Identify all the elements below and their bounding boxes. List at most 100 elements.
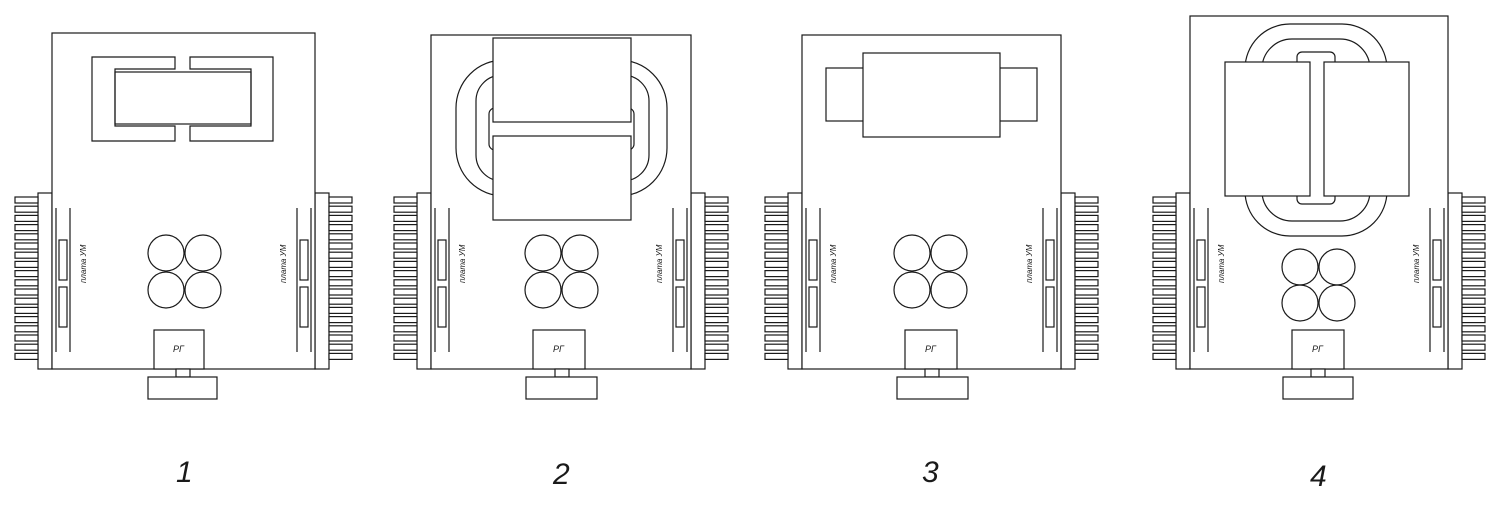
heatsink-fin [704,205,729,213]
amp-board-right: плата УМ [655,208,688,352]
heatsink-plate [37,192,53,370]
heatsink-fin [14,306,39,314]
transformer-bar-core [825,52,1038,138]
heatsink-fin [328,279,353,287]
heatsink-fin [14,279,39,287]
heatsink-fin [1074,251,1099,259]
heatsink-fin [704,306,729,314]
heatsink-fin [1152,251,1177,259]
amp-board-right: плата УМ [279,208,312,352]
heatsink-fin [14,343,39,351]
heatsink-fin [328,325,353,333]
amp-board-label: плата УМ [279,244,288,283]
heatsink-fin [328,316,353,324]
heatsink-fin [704,260,729,268]
heatsink-fin [14,224,39,232]
heatsink-fin [328,242,353,250]
amp-board-left: плата УМ [1193,208,1226,352]
heatsink-plate [1060,192,1076,370]
heatsink-fin [1074,343,1099,351]
heatsink-plate [416,192,432,370]
heatsink-fin [393,251,418,259]
rg-label: РГ [925,344,937,354]
heatsink-fin [1461,343,1486,351]
heatsink-fin [328,343,353,351]
amp-board-label: плата УМ [1025,244,1034,283]
heatsink-left [764,192,803,370]
heatsink-fin [1152,325,1177,333]
heatsink-fin [1152,242,1177,250]
heatsink-fin [14,242,39,250]
transformer-toroidal-double [455,37,668,221]
heatsink-fin [14,325,39,333]
heatsink-fin [704,233,729,241]
heatsink-fin [393,233,418,241]
variant-number: 2 [552,458,570,491]
heatsink-fin [1461,214,1486,222]
heatsink-fin [1461,352,1486,360]
volume-control: РГ [1282,329,1354,400]
heatsink-fin [1074,334,1099,342]
heatsink-fin [764,325,789,333]
heatsink-fin [14,270,39,278]
heatsink-right [314,192,353,370]
heatsink-fin [764,233,789,241]
heatsink-plate [1447,192,1463,370]
heatsink-fin [1461,242,1486,250]
variant-3: плата УМ плата УМ РГ 3 [764,34,1099,489]
heatsink-right [690,192,729,370]
heatsink-fin [764,316,789,324]
heatsink-fin [14,334,39,342]
heatsink-fin [704,343,729,351]
heatsink-fin [704,279,729,287]
rg-label: РГ [1312,344,1324,354]
heatsink-fin [328,251,353,259]
heatsink-fin [1152,233,1177,241]
heatsink-fin [704,242,729,250]
heatsink-fin [1461,251,1486,259]
heatsink-fin [393,334,418,342]
capacitor-group [524,234,599,309]
heatsink-fin [764,297,789,305]
heatsink-fin [328,205,353,213]
variant-number: 3 [922,456,939,489]
heatsink-fin [328,214,353,222]
heatsink-fin [328,352,353,360]
heatsink-plate [314,192,330,370]
heatsink-fin [1152,334,1177,342]
heatsink-fin [1152,352,1177,360]
heatsink-fin [1152,297,1177,305]
heatsink-fin [393,214,418,222]
heatsink-fin [14,205,39,213]
variant-2: плата УМ плата УМ РГ 2 [393,34,729,491]
heatsink-fin [764,214,789,222]
heatsink-fin [1074,224,1099,232]
rg-label: РГ [553,344,565,354]
amp-board-label: плата УМ [458,244,467,283]
amp-board-label: плата УМ [79,244,88,283]
heatsink-plate [690,192,706,370]
heatsink-fin [393,325,418,333]
heatsink-fin [1461,260,1486,268]
volume-control: РГ [525,329,598,400]
heatsink-fin [764,343,789,351]
amp-board-label: плата УМ [829,244,838,283]
heatsink-fin [704,334,729,342]
heatsink-fin [1074,260,1099,268]
heatsink-fin [764,224,789,232]
heatsink-fin [328,306,353,314]
heatsink-fin [328,288,353,296]
heatsink-fin [1461,233,1486,241]
heatsink-fin [1152,288,1177,296]
heatsink-plate [1175,192,1191,370]
heatsink-fin [1074,325,1099,333]
heatsink-fin [393,270,418,278]
heatsink-fin [393,205,418,213]
heatsink-fin [1152,224,1177,232]
heatsink-fin [1152,270,1177,278]
heatsink-fin [1074,214,1099,222]
heatsink-fin [328,233,353,241]
heatsink-left [393,192,432,370]
heatsink-plate [787,192,803,370]
heatsink-fin [764,251,789,259]
